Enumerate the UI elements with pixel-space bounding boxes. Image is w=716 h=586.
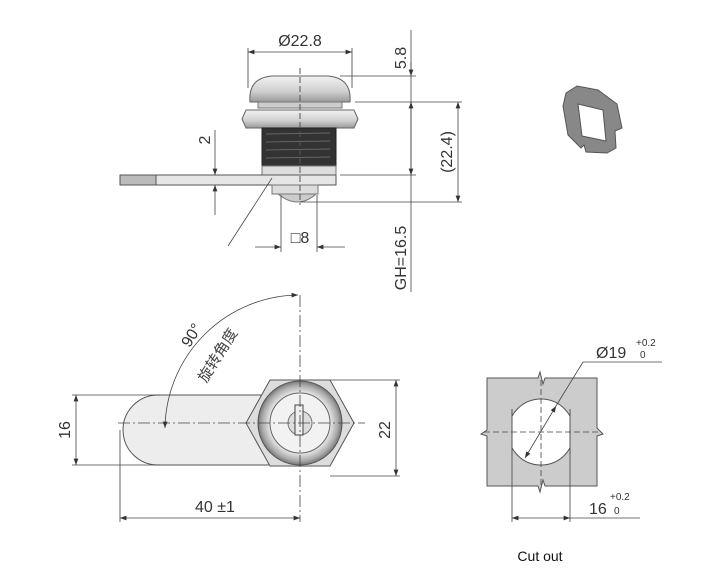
cutout-caption: Cut out [517,548,562,564]
cam-thickness-label: 2 [197,135,214,144]
cam-length-label: 40 ±1 [195,499,235,516]
body-length-label: (22.4) [439,131,456,173]
grip-height-label: GH=16.5 [393,226,410,291]
cutout-width-tol-lower: 0 [614,506,620,517]
cutout-width-tol-upper: +0.2 [610,492,630,503]
keyhole-icon [294,404,304,436]
cutout-width-label: 16 [589,501,607,518]
cutout-view: Ø19 +0.2 0 16 +0.2 0 Cut out [479,338,662,564]
cutout-diameter-tol-upper: +0.2 [636,338,656,349]
cutout-diameter-tol-lower: 0 [640,350,646,361]
cutout-diameter-label: Ø19 [596,345,626,362]
head-diameter-label: Ø22.8 [278,33,322,50]
square-drive-label: □8 [291,230,310,247]
head-height-label: 5.8 [393,47,410,69]
lock-body-side [119,68,359,205]
side-view: Ø22.8 5.8 (22.4) GH=16.5 2 □8 [119,30,462,292]
cam-width-label: 16 [57,421,74,439]
hex-size-label: 22 [377,421,394,439]
washer-icon [562,85,623,154]
front-view: 90° 旋转角度 16 22 40 ±1 [57,292,400,522]
rotation-angle-label: 90° [179,321,206,351]
